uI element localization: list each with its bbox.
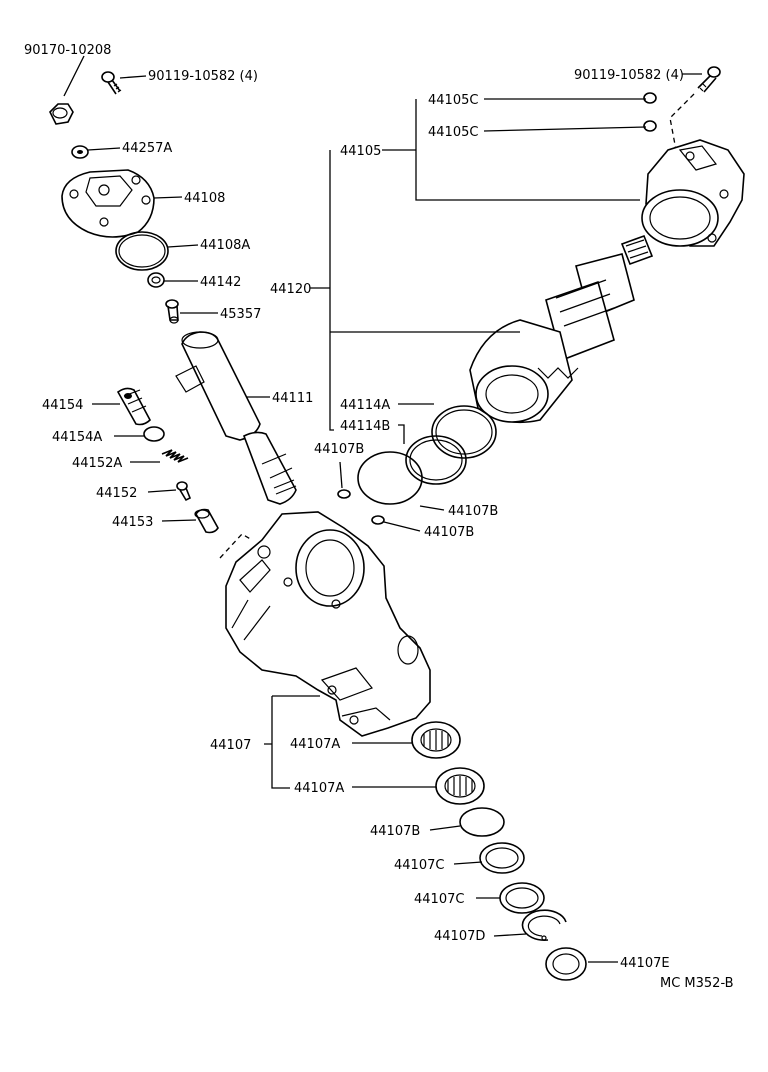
plug-44105C-2 — [643, 120, 657, 132]
oring-44108A — [115, 231, 169, 271]
label-90170-10208: 90170-10208 — [24, 43, 111, 58]
label-44108: 44108 — [184, 191, 225, 206]
seat-44153 — [194, 508, 219, 534]
label-44153: 44153 — [112, 515, 153, 530]
label-44111: 44111 — [272, 391, 313, 406]
dashed-guide-bolt — [669, 93, 695, 151]
oring-44107B-large — [357, 451, 423, 505]
label-44152A: 44152A — [72, 456, 122, 471]
cap-44108 — [61, 169, 155, 238]
oring-44107B-lower — [459, 807, 505, 837]
label-44107E: 44107E — [620, 956, 670, 971]
nut-90170-10208 — [49, 103, 74, 125]
nut-44142 — [147, 272, 165, 288]
pin-44152 — [176, 481, 192, 502]
label-44114B: 44114B — [340, 419, 390, 434]
label-44107C-1: 44107C — [394, 858, 444, 873]
gear-housing — [225, 511, 431, 737]
label-45357: 45357 — [220, 307, 261, 322]
valve-44154 — [116, 387, 151, 426]
valve-spool-44120 — [469, 234, 654, 424]
washer-44257A — [71, 145, 89, 159]
ring-44114B — [405, 435, 467, 485]
label-44107C-2: 44107C — [414, 892, 464, 907]
seal-44107E — [545, 947, 587, 981]
bolt-90119-left — [101, 71, 122, 95]
label-90119-left: 90119-10582 (4) — [148, 69, 258, 84]
label-44154: 44154 — [42, 398, 83, 413]
label-44107B-4: 44107B — [370, 824, 420, 839]
label-44154A: 44154A — [52, 430, 102, 445]
label-44107A-2: 44107A — [294, 781, 344, 796]
label-44257A: 44257A — [122, 141, 172, 156]
label-44114A: 44114A — [340, 398, 390, 413]
oring-44107B-small-1 — [337, 489, 351, 499]
piston-44111 — [175, 331, 297, 505]
label-44120: 44120 — [270, 282, 311, 297]
dashed-guide-44153 — [219, 533, 253, 559]
footer-code: MC M352-B — [660, 976, 734, 991]
spring-44152A — [161, 449, 189, 463]
label-44152: 44152 — [96, 486, 137, 501]
leader-lines — [63, 55, 702, 963]
label-44107B-1: 44107B — [314, 442, 364, 457]
valve-body-44105 — [641, 139, 745, 247]
washer-44107C-1 — [479, 842, 525, 874]
label-44107B-2: 44107B — [448, 504, 498, 519]
label-44108A: 44108A — [200, 238, 250, 253]
bolt-90119-right — [697, 66, 721, 93]
label-44105C-2: 44105C — [428, 125, 478, 140]
oring-44154A — [143, 426, 165, 442]
washer-44107C-2 — [499, 882, 545, 914]
ring-44114A — [431, 405, 497, 459]
part-labels: 90170-10208 90119-10582 (4) 44257A 44108… — [24, 43, 734, 991]
oring-44107B-small-2 — [371, 515, 385, 525]
label-44107D: 44107D — [434, 929, 485, 944]
snap-ring-44107D — [521, 909, 567, 941]
bearing-44107A-2 — [435, 767, 485, 805]
screw-45357 — [165, 299, 179, 324]
label-90119-right: 90119-10582 (4) — [574, 68, 684, 83]
plug-44105C-1 — [643, 92, 657, 104]
label-44107A-1: 44107A — [290, 737, 340, 752]
bearing-44107A-1 — [411, 721, 461, 759]
label-44107B-3: 44107B — [424, 525, 474, 540]
label-44105: 44105 — [340, 144, 381, 159]
label-44107: 44107 — [210, 738, 251, 753]
label-44105C-1: 44105C — [428, 93, 478, 108]
label-44142: 44142 — [200, 275, 241, 290]
